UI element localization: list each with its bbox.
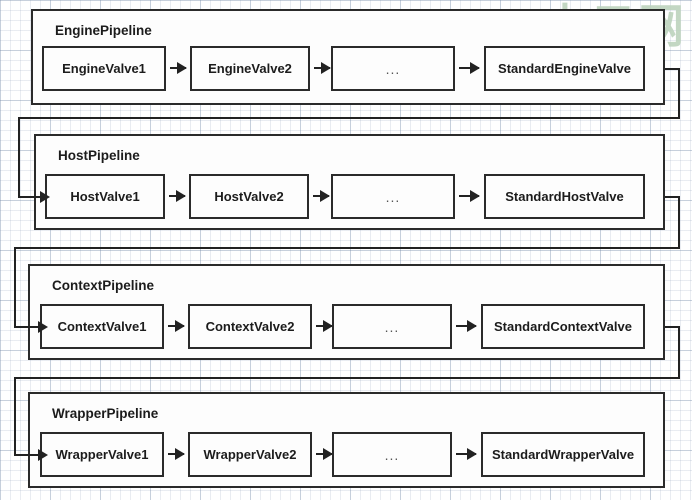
connector-context-to-wrapper-arrow [14,449,48,461]
arrow-hostvalve1-to-hostvalve2 [169,190,186,202]
pipeline-title-wrapperpipeline: WrapperPipeline [52,406,159,421]
valve-box-contextvalve1[interactable]: ContextValve1 [40,304,164,349]
arrow-wrapper-ellipsis-to-standardwrappervalve [456,448,477,460]
valve-box-hostvalve1[interactable]: HostValve1 [45,174,165,219]
connector-engine-to-host-seg3 [18,117,680,119]
connector-host-to-context-seg4 [14,247,16,327]
connector-host-to-context-arrow [14,321,48,333]
connector-context-to-wrapper-seg2 [678,326,680,378]
arrow-context-ellipsis-to-standardcontextvalve [456,320,477,332]
connector-engine-to-host-arrow [18,191,50,203]
valve-box-standardhostvalve[interactable]: StandardHostValve [484,174,645,219]
valve-box-host-ellipsis[interactable]: ... [331,174,455,219]
valve-box-wrappervalve2[interactable]: WrapperValve2 [188,432,312,477]
valve-box-standardenginevalve[interactable]: StandardEngineValve [484,46,645,91]
valve-box-standardcontextvalve[interactable]: StandardContextValve [481,304,645,349]
valve-box-engine-ellipsis[interactable]: ... [331,46,455,91]
valve-box-context-ellipsis[interactable]: ... [332,304,452,349]
arrow-hostvalve2-to-ellipsis [313,190,330,202]
valve-box-wrapper-ellipsis[interactable]: ... [332,432,452,477]
connector-engine-to-host-seg4 [18,117,20,197]
valve-box-wrappervalve1[interactable]: WrapperValve1 [40,432,164,477]
arrow-enginevalve2-to-ellipsis [314,62,331,74]
valve-box-enginevalve1[interactable]: EngineValve1 [42,46,166,91]
valve-box-contextvalve2[interactable]: ContextValve2 [188,304,312,349]
connector-engine-to-host-seg2 [678,68,680,118]
pipeline-title-hostpipeline: HostPipeline [58,148,140,163]
arrow-enginevalve1-to-enginevalve2 [170,62,187,74]
valve-box-hostvalve2[interactable]: HostValve2 [189,174,309,219]
arrow-engine-ellipsis-to-standardenginevalve [459,62,480,74]
connector-host-to-context-seg3 [14,247,680,249]
pipeline-title-enginepipeline: EnginePipeline [55,23,152,38]
valve-box-standardwrappervalve[interactable]: StandardWrapperValve [481,432,645,477]
arrow-contextvalve1-to-contextvalve2 [168,320,185,332]
connector-context-to-wrapper-seg4 [14,377,16,455]
connector-host-to-context-seg2 [678,196,680,248]
arrow-wrappervalve2-to-ellipsis [316,448,333,460]
pipeline-title-contextpipeline: ContextPipeline [52,278,155,293]
connector-context-to-wrapper-seg3 [14,377,680,379]
valve-box-enginevalve2[interactable]: EngineValve2 [190,46,310,91]
arrow-contextvalve2-to-ellipsis [316,320,333,332]
arrow-wrappervalve1-to-wrappervalve2 [168,448,185,460]
arrow-host-ellipsis-to-standardhostvalve [459,190,480,202]
